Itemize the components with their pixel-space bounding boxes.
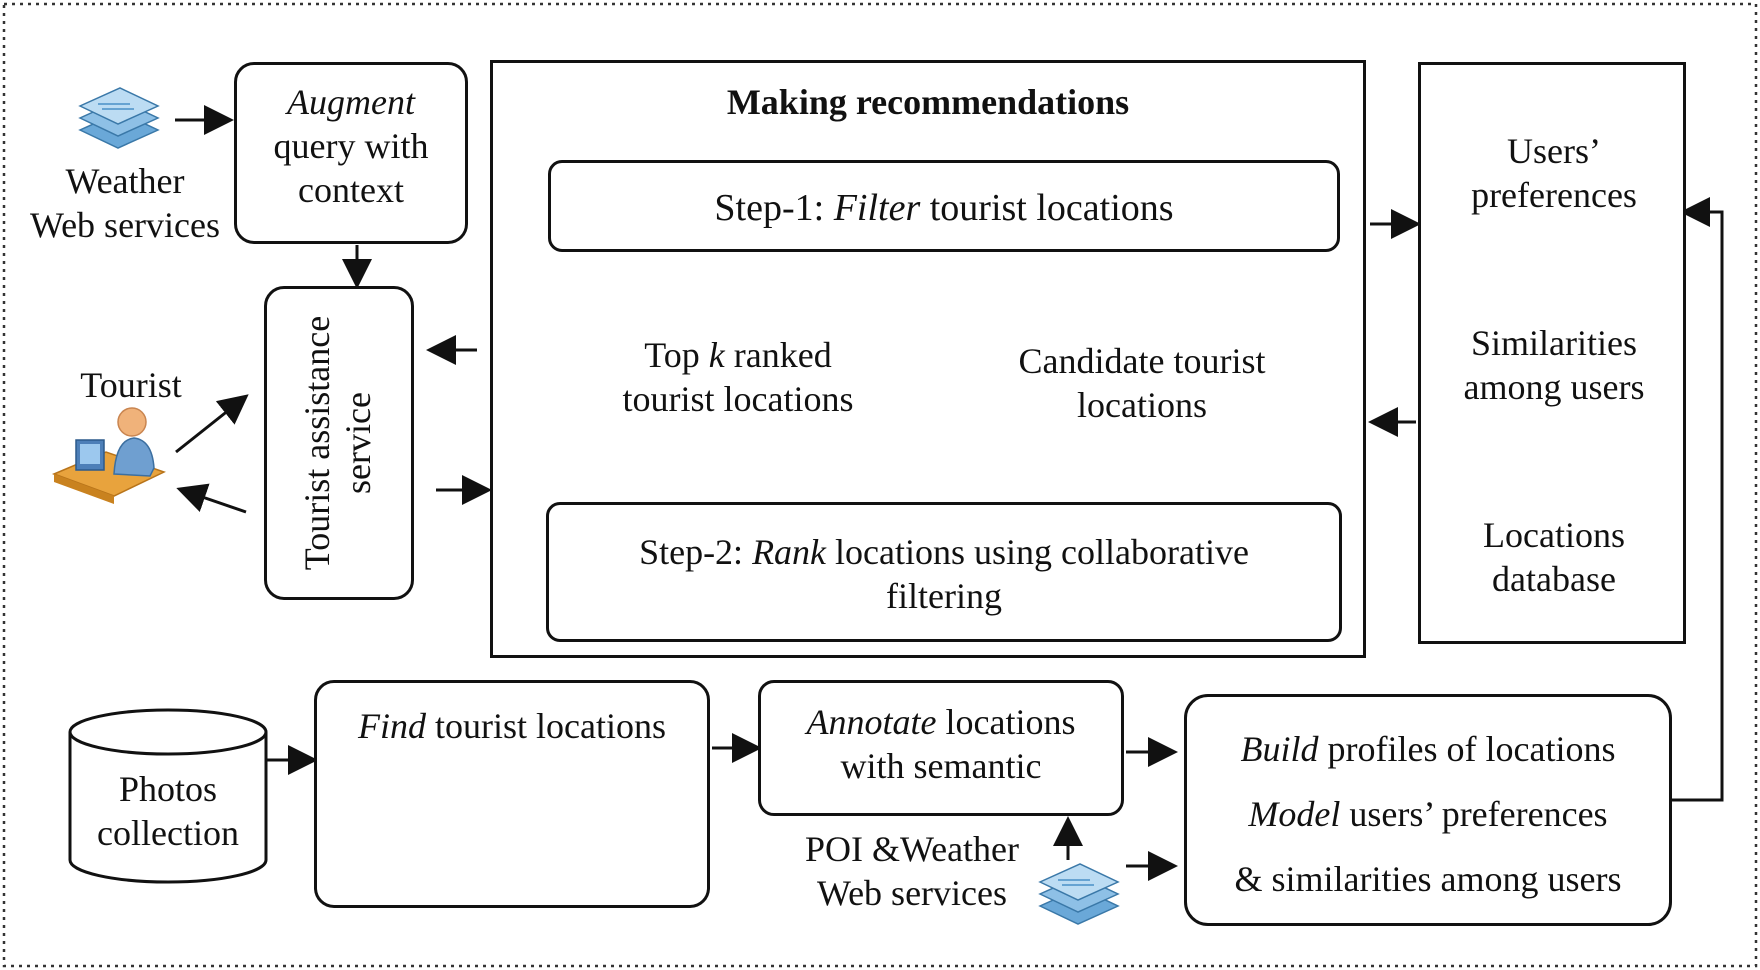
augment-query-box: Augment query with context xyxy=(234,62,468,244)
weather-services-label: Weather Web services xyxy=(20,160,230,248)
topk-prefix: Top xyxy=(644,335,709,375)
tourist-label: Tourist xyxy=(80,365,182,405)
poi-line1: POI &Weather xyxy=(804,829,1020,869)
augment-line2: query with xyxy=(273,125,429,166)
assistance-line2: service xyxy=(338,392,379,494)
poi-line2: Web services xyxy=(816,872,1008,913)
photos-line1: Photos xyxy=(118,769,218,809)
step2-rank-box: Step-2: Rank locations using collaborati… xyxy=(546,502,1342,642)
step2-prefix: Step-2: xyxy=(639,532,753,572)
build-emph1: Build xyxy=(1240,729,1319,769)
find-emph: Find xyxy=(358,706,426,746)
augment-emph: Augment xyxy=(287,82,415,122)
find-suffix: tourist locations xyxy=(426,706,666,746)
users-pref-line1: Users’ xyxy=(1507,131,1601,171)
step1-suffix: tourist locations xyxy=(920,187,1174,229)
tourist-at-computer-icon xyxy=(51,407,166,504)
annotate-emph: Annotate xyxy=(806,702,937,742)
candidate-line1: Candidate tourist xyxy=(1018,341,1266,381)
users-pref-line2: preferences xyxy=(1471,174,1637,215)
similarities-line1: Similarities xyxy=(1471,323,1637,363)
annotate-suffix: locations xyxy=(936,702,1076,742)
arrow-build-to-db xyxy=(1670,197,1724,802)
annotate-box: Annotate locations with semantic xyxy=(758,680,1124,816)
topk-k: k xyxy=(708,335,725,375)
candidate-line2: locations xyxy=(1077,384,1207,425)
photos-collection-label: Photos collection xyxy=(70,768,266,856)
augment-line3: context xyxy=(298,169,404,210)
locations-db-line2: database xyxy=(1492,558,1616,599)
weather-label-line2: Web services xyxy=(29,204,221,245)
poi-services-label: POI &Weather Web services xyxy=(772,828,1052,916)
arrow-tourist-to-assistance xyxy=(175,394,249,454)
step1-emph: Filter xyxy=(833,187,921,229)
locations-db-line1: Locations xyxy=(1483,515,1625,555)
build-rest2: users’ preferences xyxy=(1340,793,1608,834)
locations-db-label: Locations database xyxy=(1436,514,1672,602)
cylinder-photos-collection xyxy=(68,708,268,884)
topk-suffix: ranked xyxy=(724,335,832,375)
users-preferences-label: Users’ preferences xyxy=(1436,130,1672,218)
recommendations-title: Making recommendations xyxy=(726,82,1130,122)
topk-label: Top k ranked tourist locations xyxy=(578,334,898,422)
assistance-line1: Tourist assistance xyxy=(297,315,337,571)
annotate-line2: with semantic xyxy=(840,745,1042,786)
databases-panel xyxy=(1418,62,1686,644)
build-line3: & similarities among users xyxy=(1234,858,1622,899)
topk-line2: tourist locations xyxy=(622,378,854,419)
similarities-line2: among users xyxy=(1463,366,1645,407)
build-profiles-box: Build profiles of locations Model users’… xyxy=(1184,694,1672,926)
arrow-assistance-to-tourist xyxy=(176,483,247,514)
step2-emph: Rank xyxy=(752,532,827,572)
weather-label-line1: Weather xyxy=(65,161,185,201)
photos-line2: collection xyxy=(97,812,239,853)
tourist-assistance-box: Tourist assistance service xyxy=(264,286,414,600)
similarities-label: Similarities among users xyxy=(1436,322,1672,410)
step1-filter-box: Step-1: Filter tourist locations xyxy=(548,160,1340,252)
candidate-label: Candidate tourist locations xyxy=(982,340,1302,428)
poi-web-services-icon xyxy=(1038,863,1120,925)
find-locations-box: Find tourist locations xyxy=(314,680,710,908)
build-emph2: Model xyxy=(1248,793,1341,834)
step2-suffix: locations using collaborative xyxy=(826,532,1249,572)
step1-prefix: Step-1: xyxy=(714,187,834,229)
step2-line2: filtering xyxy=(886,575,1002,616)
web-services-stack-icon xyxy=(78,87,160,149)
build-rest1: profiles of locations xyxy=(1318,729,1616,769)
